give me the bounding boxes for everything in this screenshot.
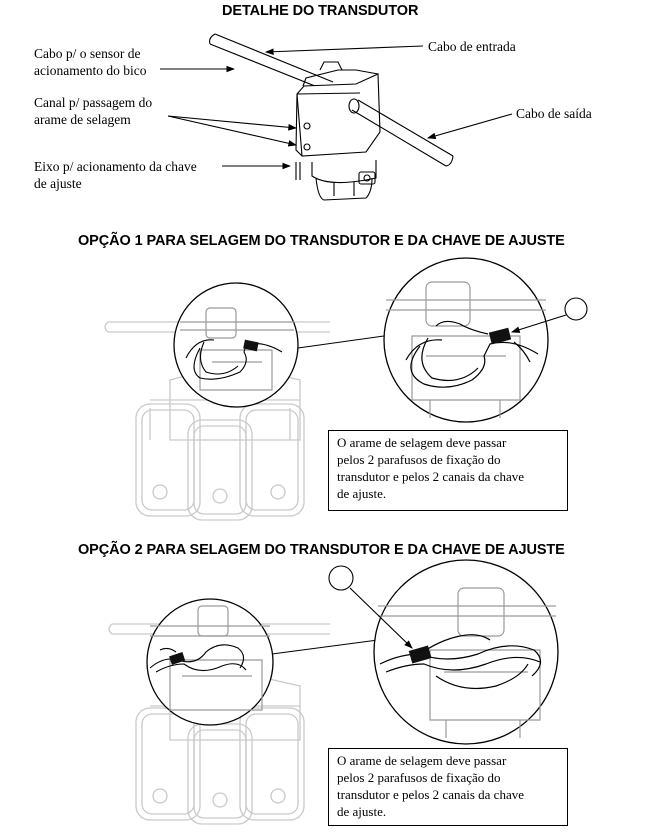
option1-callout-circle (564, 297, 588, 321)
detail-title: DETALHE DO TRANSDUTOR (222, 3, 419, 19)
adjust-shaft-label-line1: Eixo p/ acionamento da chave (34, 159, 197, 174)
option1-note-box: O arame de selagem deve passar pelos 2 p… (328, 430, 568, 511)
option2-note-line2: pelos 2 parafusos de fixação do (337, 770, 501, 785)
option2-note-line1: O arame de selagem deve passar (337, 753, 507, 768)
option1-note-line3: transdutor e pelos 2 canais da chave (337, 469, 524, 484)
sensor-cable-label-line1: Cabo p/ o sensor de (34, 46, 141, 61)
option2-callout-circle (328, 565, 354, 591)
sensor-cable-label-line2: acionamento do bico (34, 63, 147, 78)
adjust-shaft-label-line2: de ajuste (34, 176, 82, 191)
option1-title: OPÇÃO 1 PARA SELAGEM DO TRANSDUTOR E DA … (78, 233, 565, 249)
output-cable-label: Cabo de saída (516, 106, 592, 121)
option2-note-line3: transdutor e pelos 2 canais da chave (337, 787, 524, 802)
option2-note-line4: de ajuste. (337, 804, 387, 819)
seal-channel-label-line1: Canal p/ passagem do (34, 95, 153, 110)
option1-note-line2: pelos 2 parafusos de fixação do (337, 452, 501, 467)
input-cable-label: Cabo de entrada (428, 39, 516, 54)
seal-channel-label-line2: arame de selagem (34, 112, 131, 127)
option1-note-line4: de ajuste. (337, 486, 387, 501)
option1-note-line1: O arame de selagem deve passar (337, 435, 507, 450)
option2-note-box: O arame de selagem deve passar pelos 2 p… (328, 748, 568, 826)
option2-title: OPÇÃO 2 PARA SELAGEM DO TRANSDUTOR E DA … (78, 542, 565, 558)
